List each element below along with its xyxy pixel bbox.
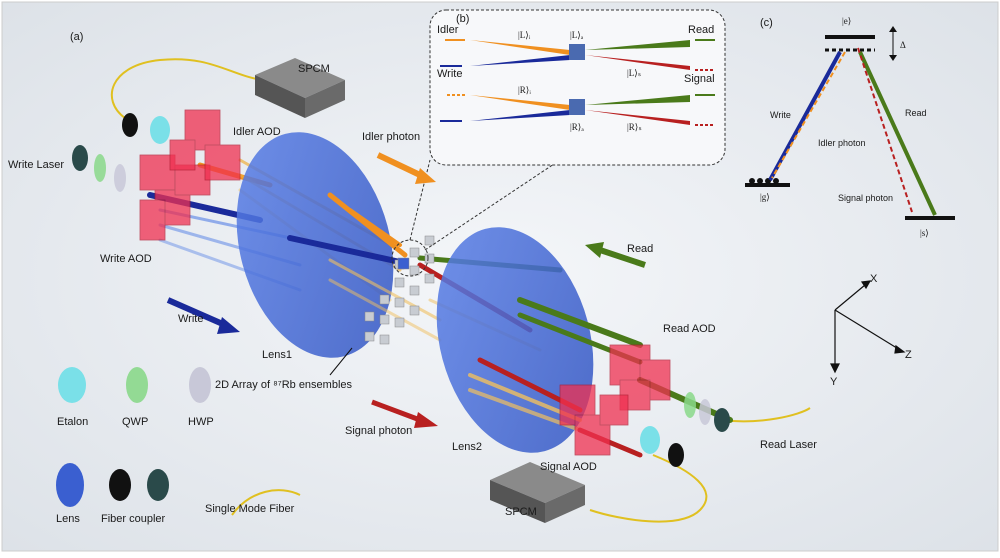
idler-optics [122,113,170,144]
legend-coupler-glyph-2 [147,469,169,501]
fiber-read-laser [721,407,811,423]
inset-b-frame [429,9,726,166]
arrow-idler-photon [376,152,436,184]
write-optics [72,145,126,192]
inset-b-L-a: |L⟩ₐ [570,30,584,40]
inset-b-beams [440,39,715,126]
inset-c-e: |e⟩ [842,16,851,26]
label-lens2: Lens2 [452,441,482,453]
coordinate-axes [830,280,906,374]
inset-c-signal: Signal photon [838,193,893,203]
inset-b-R-s: |R⟩ₛ [627,122,642,132]
label-lens1: Lens1 [262,349,292,361]
fiber-bottom [589,454,708,523]
inset-b-write: Write [437,68,462,80]
arrow-signal-photon [371,399,438,428]
inset-b-L-i: |L⟩ᵢ [518,30,531,40]
axis-x-label: X [870,273,878,285]
inset-c-levels [745,26,955,220]
label-idler-aod: Idler AOD [233,126,281,138]
label-spcm-top: SPCM [298,63,330,75]
legend-qwp-label: QWP [122,416,148,428]
ensemble-array [364,235,435,345]
legend-etalon-glyph [58,367,86,403]
inset-b-R-a: |R⟩ₐ [570,122,584,132]
label-signal-aod: Signal AOD [540,461,597,473]
label-signal-photon: Signal photon [345,425,412,437]
inset-c-s: |s⟩ [920,228,929,238]
legend-fiber-label: Single Mode Fiber [205,503,295,515]
inset-c-idler: Idler photon [818,138,866,148]
label-write-beam: Write [178,313,203,325]
legend-lens-glyph [56,463,84,507]
label-idler-photon: Idler photon [362,131,420,143]
label-spcm-bottom: SPCM [505,506,537,518]
axis-z-label: Z [905,349,912,361]
zoom-line-1 [409,159,431,241]
array-pointer [329,347,353,376]
read-optics [684,392,730,432]
legend-hwp-label: HWP [188,416,214,428]
label-read-laser: Read Laser [760,439,817,451]
inset-c-read: Read [905,108,927,118]
fiber-legend [231,489,301,516]
inset-c-write: Write [770,110,791,120]
signal-optics [640,426,684,467]
inset-c-delta: Δ [900,40,906,50]
label-read-beam: Read [627,243,653,255]
label-write-laser: Write Laser [8,159,64,171]
idler-aod [169,109,241,181]
inset-b-R-i: |R⟩ᵢ [518,85,531,95]
inset-b-signal: Signal [684,73,715,85]
spcm-bottom [490,462,585,523]
label-read-aod: Read AOD [663,323,716,335]
spcm-top [255,58,345,118]
legend-qwp-glyph [126,367,148,403]
label-array: 2D Array of ⁸⁷Rb ensembles [215,379,353,391]
arrow-write [166,297,240,334]
legend-coupler-glyph [109,469,131,501]
legend-hwp-glyph [189,367,211,403]
panel-label-c: (c) [760,17,773,29]
axis-y-label: Y [830,376,838,388]
inset-c-g: |g⟩ [760,192,770,202]
fiber-top [110,58,263,119]
panel-label-a: (a) [70,31,83,43]
zoom-circle [391,239,429,277]
arrow-read [585,242,646,268]
legend-coupler-label: Fiber coupler [101,513,166,525]
inset-b-idler: Idler [437,24,459,36]
panel-label-b: (b) [456,13,469,25]
inset-b-L-s: |L⟩ₛ [627,68,641,78]
signal-aod [559,384,629,456]
legend-glyphs [56,367,211,507]
legend-lens-label: Lens [56,513,80,525]
inset-b-read: Read [688,24,714,36]
label-write-aod: Write AOD [100,253,152,265]
legend-etalon-label: Etalon [57,416,88,428]
